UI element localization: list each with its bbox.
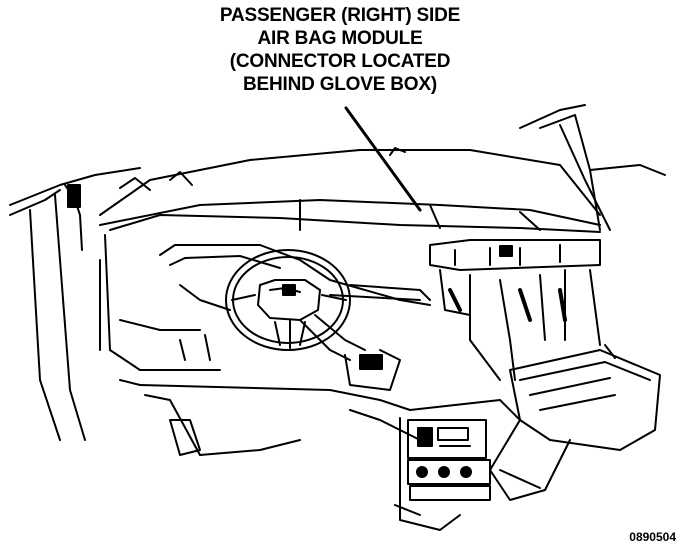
callout-leader-line — [344, 106, 422, 212]
center-console — [119, 379, 521, 456]
radio-stack — [394, 417, 491, 531]
steering-wheel — [225, 249, 351, 351]
callout-line-3: (CONNECTOR LOCATED — [229, 51, 451, 72]
left-a-pillar — [9, 167, 141, 441]
callout-line-4: BEHIND GLOVE BOX) — [242, 74, 437, 95]
instrument-cluster — [99, 234, 431, 371]
right-a-pillar — [519, 104, 666, 231]
steering-column — [299, 314, 401, 391]
callout-label: PASSENGER (RIGHT) SIDE AIR BAG MODULE (C… — [150, 4, 530, 96]
callout-line-1: PASSENGER (RIGHT) SIDE — [219, 5, 461, 26]
glove-box-door — [489, 344, 661, 501]
passenger-dash — [429, 239, 601, 381]
callout-line-2: AIR BAG MODULE — [257, 28, 423, 49]
figure-reference-number: 0890504 — [629, 530, 676, 544]
dashboard-top-pad — [99, 147, 601, 233]
